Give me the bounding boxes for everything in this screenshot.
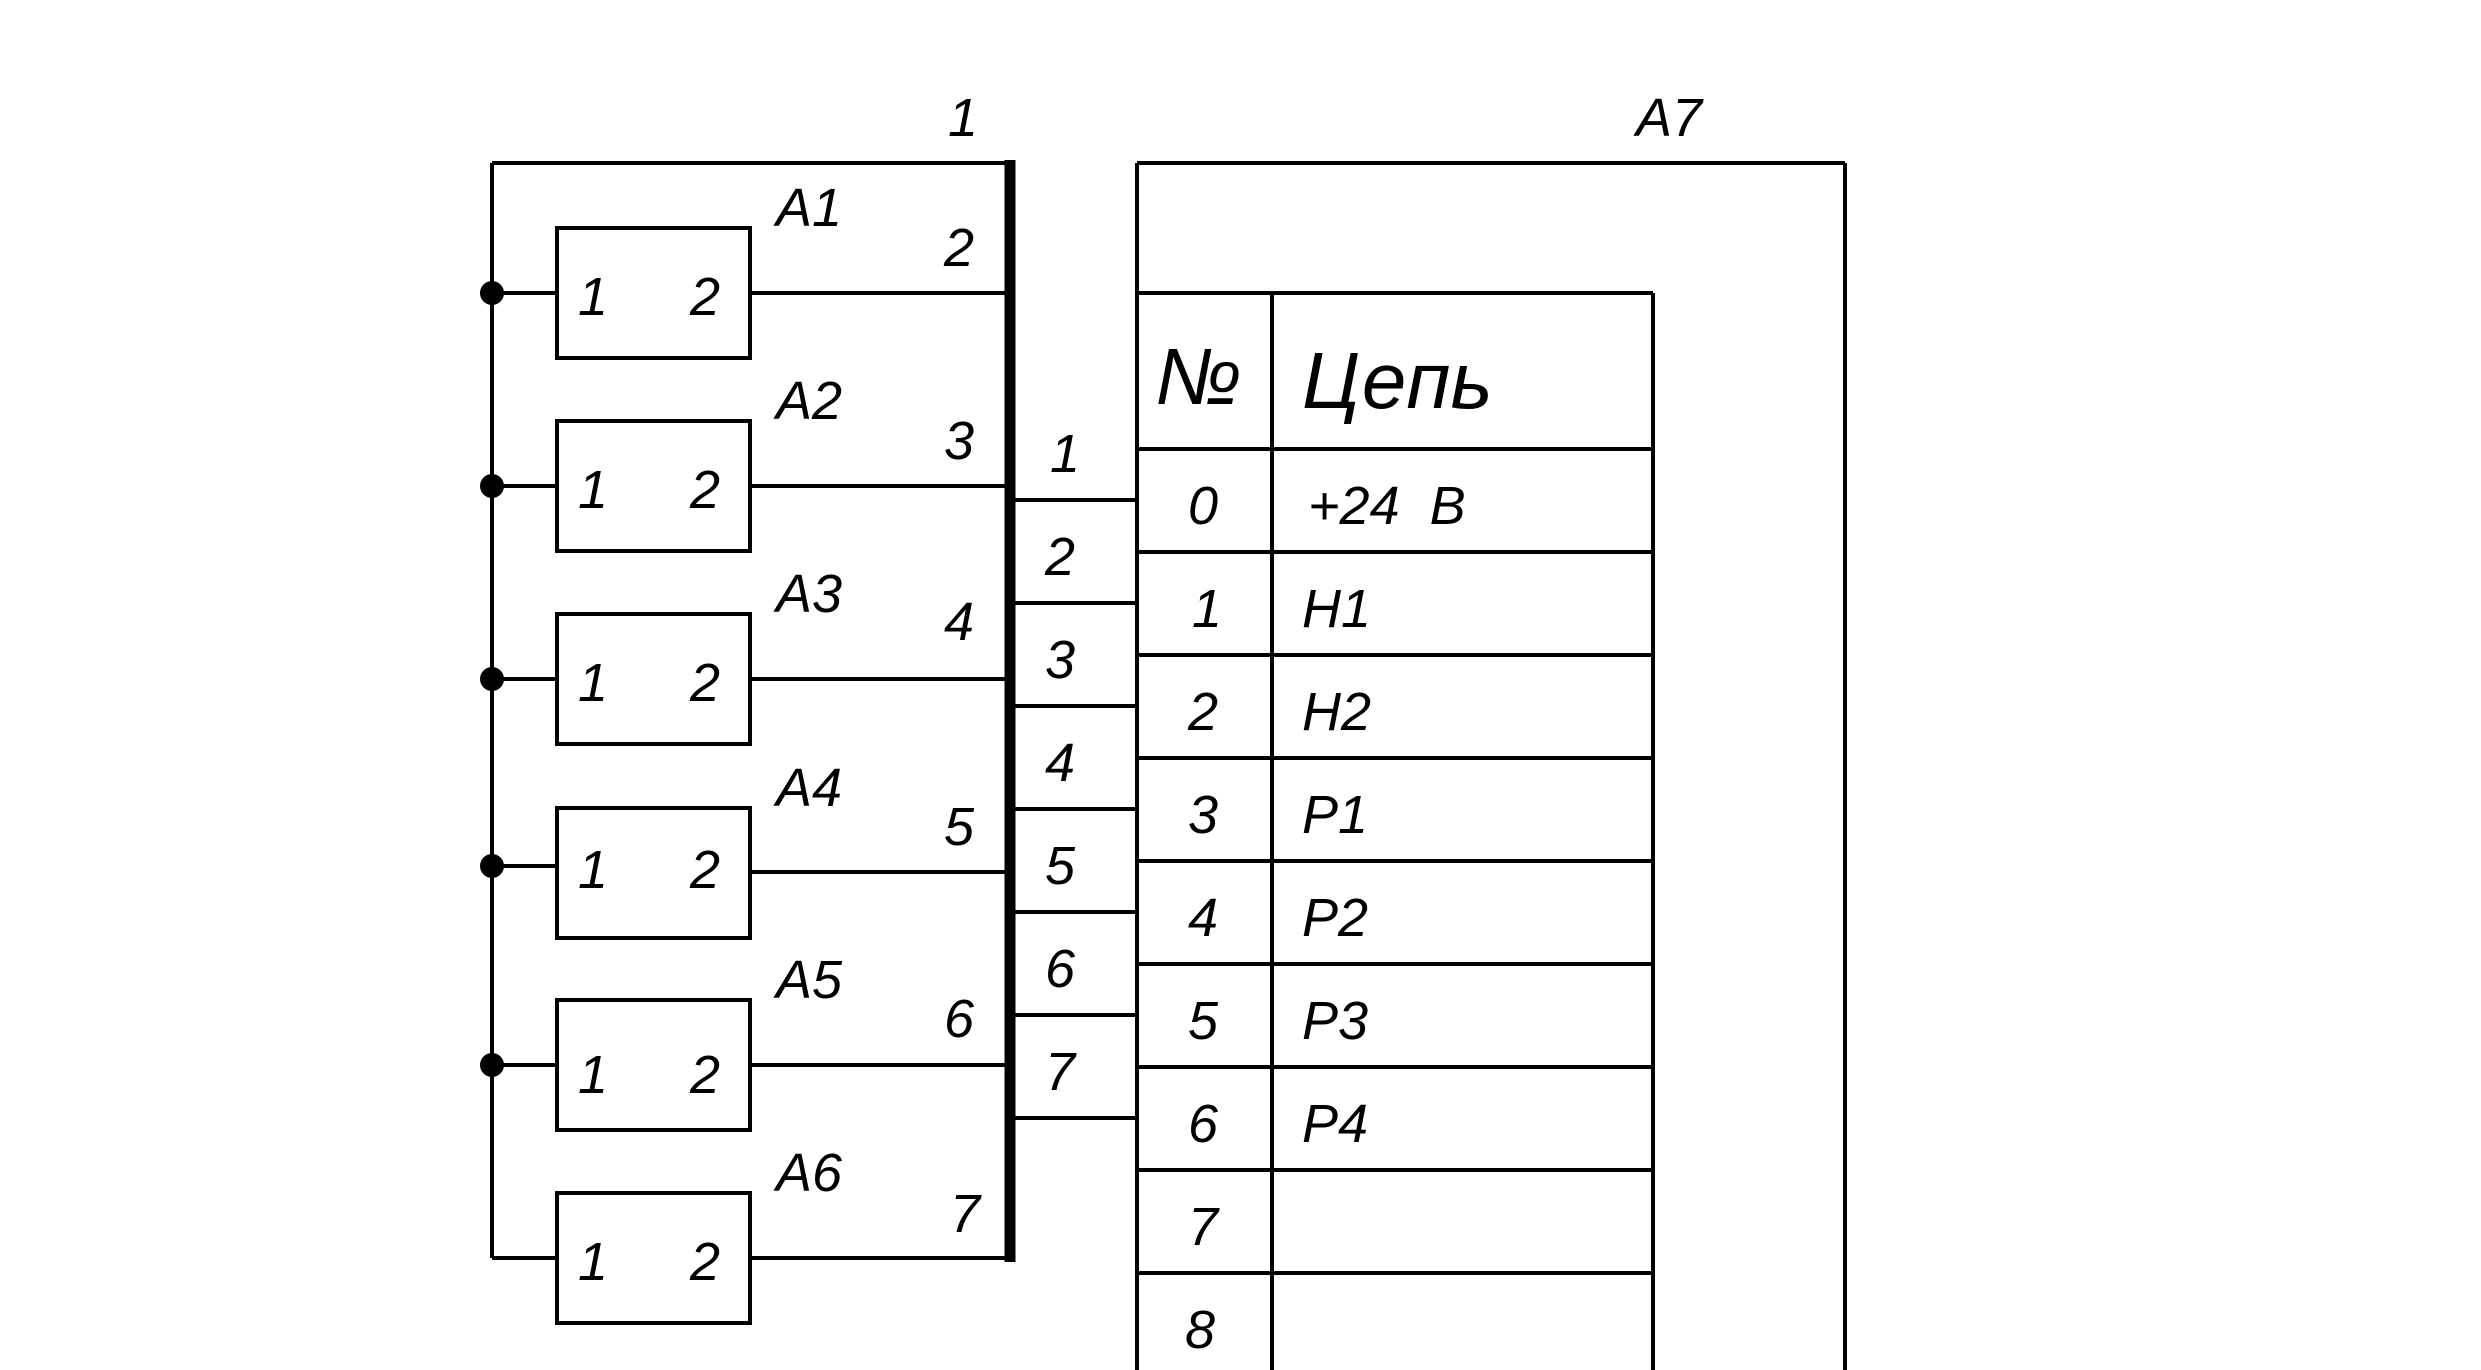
bus-pin-label: 6	[944, 989, 975, 1049]
module-a6: 1 2 A6 7	[492, 1143, 1005, 1325]
module-pin-in: 1	[578, 1232, 608, 1292]
left-group: 1 1 2 A1 2 1 2 A2 3 1	[480, 88, 1016, 1325]
row-number: 2	[1187, 682, 1218, 742]
module-pin-out: 2	[689, 1232, 720, 1292]
wire-label: 3	[1045, 630, 1075, 690]
module-pin-in: 1	[578, 1045, 608, 1105]
junction-dot	[480, 281, 504, 305]
bus-pin-label: 7	[950, 1184, 982, 1244]
module-name: A4	[773, 758, 842, 818]
junction-dot	[480, 1053, 504, 1077]
row-number: 1	[1192, 579, 1222, 639]
module-pin-out: 2	[689, 267, 720, 327]
wire-label: 4	[1045, 733, 1075, 793]
table-header-number: №	[1155, 332, 1242, 421]
row-circuit: Р3	[1302, 991, 1368, 1051]
table-header-circuit: Цепь	[1302, 336, 1493, 425]
wire-label: 7	[1045, 1042, 1077, 1102]
wire-harness: 1 2 3 4 5 6 7	[1014, 424, 1137, 1120]
wire-label: 2	[1044, 527, 1075, 587]
bus-pin-label: 3	[944, 411, 974, 471]
row-number: 5	[1188, 991, 1219, 1051]
module-a2: 1 2 A2 3	[480, 371, 1005, 553]
module-pin-out: 2	[689, 1045, 720, 1105]
module-a4: 1 2 A4 5	[480, 758, 1005, 940]
module-name: A5	[773, 950, 843, 1010]
module-pin-in: 1	[578, 267, 608, 327]
module-a1: 1 2 A1 2	[480, 178, 1005, 360]
module-name: A2	[773, 371, 842, 431]
module-pin-out: 2	[689, 460, 720, 520]
bus-label: 1	[948, 88, 978, 148]
row-number: 0	[1188, 476, 1218, 536]
row-circuit: Н1	[1302, 579, 1371, 639]
row-number: 3	[1188, 785, 1218, 845]
bus-pin-label: 5	[944, 797, 975, 857]
module-name: A6	[773, 1143, 843, 1203]
junction-dot	[480, 854, 504, 878]
module-a5: 1 2 A5 6	[480, 950, 1005, 1132]
module-pin-in: 1	[578, 840, 608, 900]
pin-table: № Цепь 0 1 2 3 4 5 6 7 8 +24 В Н1 Н2 Р1 …	[1137, 291, 1655, 1370]
row-circuit: +24 В	[1308, 476, 1466, 536]
row-circuit: Р1	[1302, 785, 1368, 845]
bus-pin-label: 2	[943, 218, 974, 278]
connector-a7: A7 № Цепь 0 1 2 3 4 5	[1135, 88, 1847, 1370]
module-pin-out: 2	[689, 840, 720, 900]
bus-pin-label: 4	[944, 592, 974, 652]
junction-dot	[480, 667, 504, 691]
wire-label: 5	[1045, 836, 1076, 896]
row-number: 6	[1188, 1094, 1219, 1154]
module-name: A1	[773, 178, 842, 238]
row-circuit: Р4	[1302, 1094, 1368, 1154]
module-pin-in: 1	[578, 460, 608, 520]
module-a3: 1 2 A3 4	[480, 564, 1005, 746]
row-number: 4	[1188, 888, 1218, 948]
module-name: A3	[773, 564, 842, 624]
wire-label: 1	[1050, 424, 1080, 484]
row-circuit: Н2	[1302, 682, 1371, 742]
row-circuit: Р2	[1302, 888, 1368, 948]
junction-dot	[480, 474, 504, 498]
module-pin-in: 1	[578, 653, 608, 713]
row-number: 8	[1185, 1300, 1215, 1360]
row-number: 7	[1188, 1197, 1220, 1257]
connector-name: A7	[1633, 88, 1704, 148]
wire-label: 6	[1045, 939, 1076, 999]
module-pin-out: 2	[689, 653, 720, 713]
